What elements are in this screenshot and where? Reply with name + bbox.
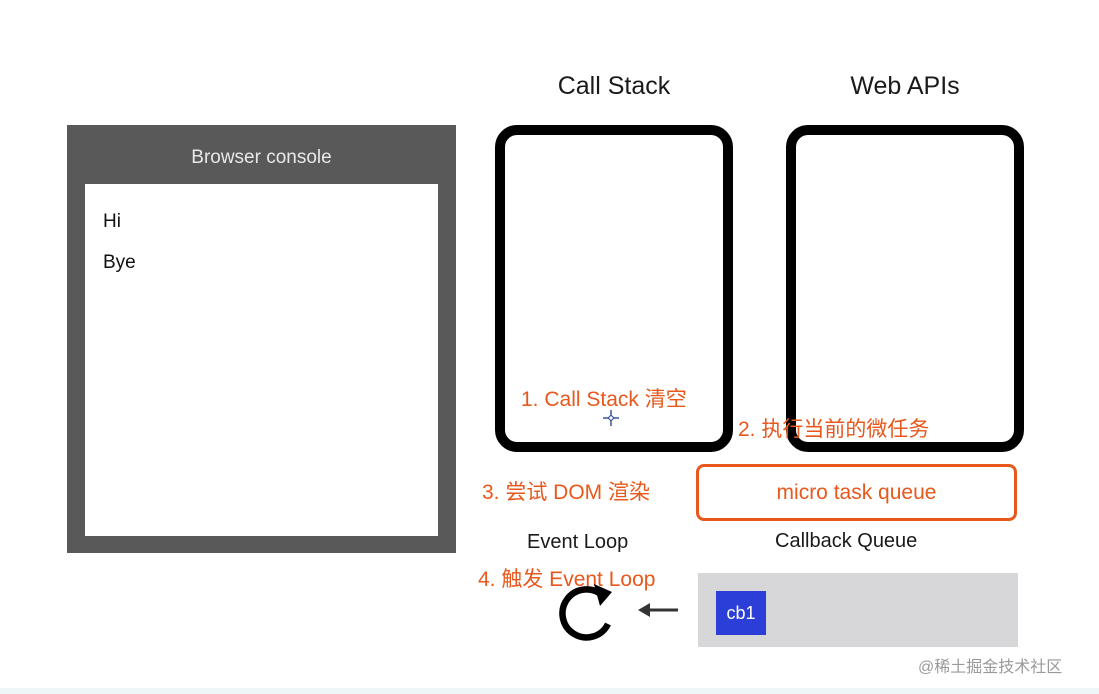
event-loop-label: Event Loop: [527, 531, 629, 553]
call-stack-title: Call Stack: [557, 72, 671, 100]
crosshair-cursor-icon: [603, 410, 619, 426]
micro-task-queue-box: micro task queue: [696, 464, 1017, 521]
browser-console-output: Hi Bye: [85, 184, 438, 536]
watermark: @稀土掘金技术社区: [918, 659, 1063, 676]
left-arrow-icon: [638, 603, 678, 617]
callback-item-label: cb1: [726, 602, 756, 623]
callback-queue-bar: cb1: [698, 573, 1018, 647]
callback-queue-label: Callback Queue: [775, 530, 918, 552]
step-3-annotation: 3. 尝试 DOM 渲染: [482, 481, 651, 504]
console-line: Bye: [103, 252, 136, 273]
web-apis-box: [786, 125, 1024, 452]
micro-task-queue-label: micro task queue: [776, 480, 937, 504]
bottom-strip: [0, 688, 1099, 694]
web-apis-title: Web APIs: [850, 72, 960, 100]
console-line: Hi: [103, 211, 121, 232]
step-4-annotation: 4. 触发 Event Loop: [478, 568, 656, 591]
callback-item: cb1: [716, 591, 766, 635]
browser-console-panel: Browser console Hi Bye: [67, 125, 456, 553]
step-2-annotation: 2. 执行当前的微任务: [738, 418, 930, 441]
call-stack-box: [495, 125, 733, 452]
circular-arrow-icon: [559, 584, 612, 641]
browser-console-title: Browser console: [191, 147, 332, 168]
step-1-annotation: 1. Call Stack 清空: [521, 388, 687, 411]
